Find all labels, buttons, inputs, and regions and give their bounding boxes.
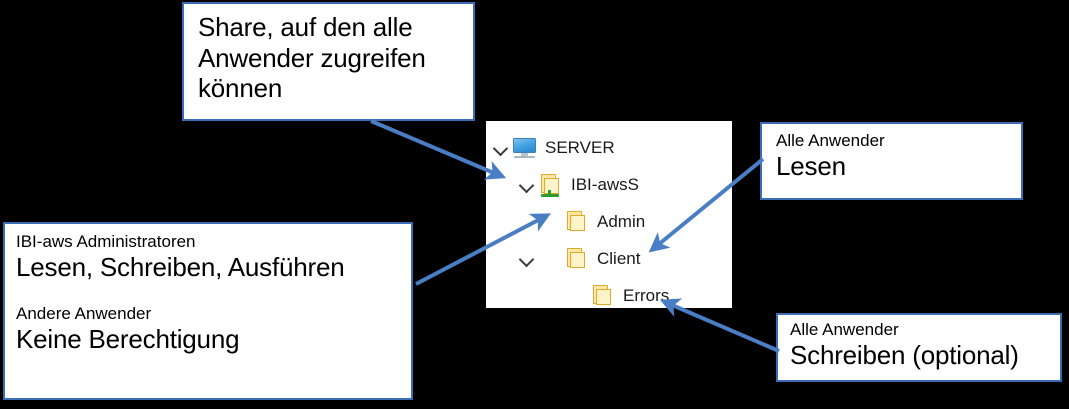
others-callout-permissions: Keine Berechtigung: [16, 324, 240, 355]
schreiben-callout-group-label: Alle Anwender: [790, 320, 899, 339]
monitor-icon: [512, 136, 538, 160]
schreiben-callout: Alle Anwender Schreiben (optional): [776, 313, 1062, 382]
tree-node-label-ibi-aws-share: IBI-awsS: [571, 174, 640, 194]
others-callout-group-label: Andere Anwender: [16, 303, 152, 323]
tree-node-ibi-aws-share[interactable]: IBI-awsS: [486, 166, 732, 203]
folder-icon-errors: [590, 284, 616, 308]
admins-callout: IBI-aws Administratoren Lesen, Schreiben…: [3, 222, 413, 400]
tree-node-client[interactable]: Client: [486, 240, 732, 277]
shared-folder-icon: [538, 173, 564, 197]
tree-node-admin[interactable]: Admin: [486, 203, 732, 240]
folder-icon-client: [564, 247, 590, 271]
explorer-tree-panel: SERVER IBI-awsS Admin Client: [486, 121, 732, 308]
admins-callout-spacer: [16, 283, 401, 303]
chevron-down-icon-ibi-aws-share[interactable]: [516, 174, 538, 196]
tree-node-label-admin: Admin: [597, 211, 646, 231]
chevron-placeholder-errors: [542, 285, 564, 307]
admins-callout-group-label: IBI-aws Administratoren: [16, 232, 196, 251]
tree-node-label-client: Client: [597, 248, 641, 268]
folder-icon-admin: [564, 210, 590, 234]
tree-node-label-errors: Errors: [623, 285, 670, 305]
chevron-placeholder-admin: [542, 211, 564, 233]
tree-node-server[interactable]: SERVER: [486, 129, 732, 166]
schreiben-callout-permissions: Schreiben (optional): [790, 340, 1019, 371]
lesen-callout-group-label: Alle Anwender: [776, 131, 885, 150]
admins-callout-permissions: Lesen, Schreiben, Ausführen: [16, 252, 345, 283]
chevron-down-icon-client[interactable]: [516, 248, 538, 270]
lesen-callout-permissions: Lesen: [776, 151, 846, 182]
share-callout: Share, auf den alle Anwender zugreifen k…: [182, 2, 475, 121]
tree-node-errors[interactable]: Errors: [486, 277, 732, 314]
arrow-share-to-ibiaws: [370, 119, 507, 180]
share-callout-text: Share, auf den alle Anwender zugreifen k…: [198, 12, 433, 104]
tree-node-label-server: SERVER: [545, 137, 615, 157]
lesen-callout: Alle Anwender Lesen: [760, 122, 1023, 200]
chevron-down-icon-server[interactable]: [490, 137, 512, 159]
